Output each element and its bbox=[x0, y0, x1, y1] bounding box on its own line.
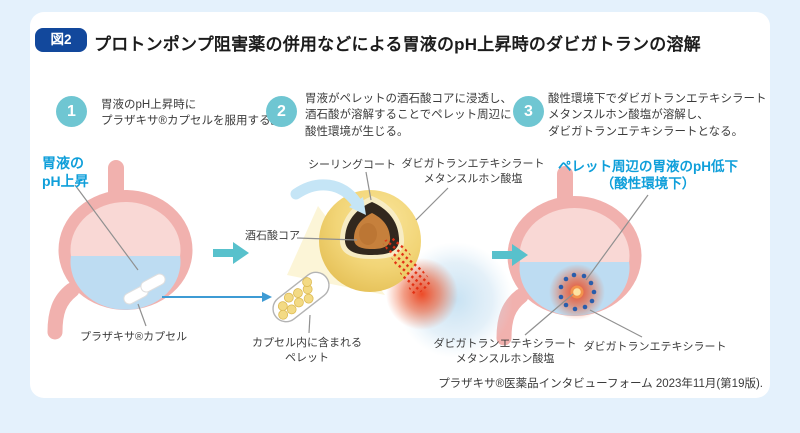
drug-salt-layer-label: ダビガトランエテキシラート メタンスルホン酸塩 bbox=[401, 158, 545, 185]
pellets-in-capsule-label: カプセル内に含まれる ペレット bbox=[252, 337, 362, 364]
step-3-number: 3 bbox=[513, 96, 544, 127]
acidic-microenvironment-icon bbox=[549, 264, 605, 320]
tartaric-core-label: 酒石酸コア bbox=[245, 230, 300, 242]
ph-drop-label: ペレット周辺の胃液のpH低下 （酸性環境下） bbox=[558, 159, 738, 192]
step-1-number: 1 bbox=[56, 96, 87, 127]
capsule-with-pellets-icon bbox=[272, 271, 330, 323]
core-shading bbox=[359, 223, 377, 245]
leader-lines bbox=[74, 171, 649, 338]
step-2-number: 2 bbox=[266, 96, 297, 127]
etexilate-label: ダビガトランエテキシラート bbox=[583, 341, 727, 353]
diagram-canvas bbox=[30, 12, 770, 358]
figure-card: 図2 プロトンポンプ阻害薬の併用などによる胃液のpH上昇時のダビガトランの溶解 … bbox=[30, 12, 770, 398]
ph-rise-label: 胃液の pH上昇 bbox=[42, 155, 89, 189]
capsule-in-stomach-icon bbox=[123, 273, 166, 305]
stomach-after bbox=[504, 166, 642, 338]
step-2-text: 胃液がペレットの酒石酸コアに浸透し、 酒石酸が溶解することでペレット周辺に 酸性… bbox=[305, 93, 512, 138]
dissolved-salt-label: ダビガトランエテキシラート メタンスルホン酸塩 bbox=[433, 338, 577, 365]
zoom-arrow-icon bbox=[162, 292, 272, 302]
released-drug-stream bbox=[382, 235, 433, 297]
figure-number-badge: 図2 bbox=[35, 28, 87, 52]
figure-title: プロトンポンプ阻害薬の併用などによる胃液のpH上昇時のダビガトランの溶解 bbox=[94, 35, 701, 54]
source-citation: プラザキサ®医薬品インタビューフォーム 2023年11月(第19版). bbox=[438, 378, 763, 390]
flow-arrow-2-icon bbox=[492, 244, 528, 266]
prazaxa-capsule-label: プラザキサ®カプセル bbox=[80, 331, 188, 343]
pellet-magnified bbox=[272, 179, 513, 358]
sealing-coat-label: シーリングコート bbox=[308, 159, 396, 171]
step-1-text: 胃液のpH上昇時に プラザキサ®カプセルを服用する。 bbox=[101, 99, 282, 128]
flow-arrow-1-icon bbox=[213, 242, 249, 264]
gastric-fluid-arrow-icon bbox=[290, 179, 366, 215]
stomach-before bbox=[55, 160, 193, 332]
step-3-text: 酸性環境下でダビガトランエテキシラート メタンスルホン酸塩が溶解し、 ダビガトラ… bbox=[548, 93, 767, 138]
